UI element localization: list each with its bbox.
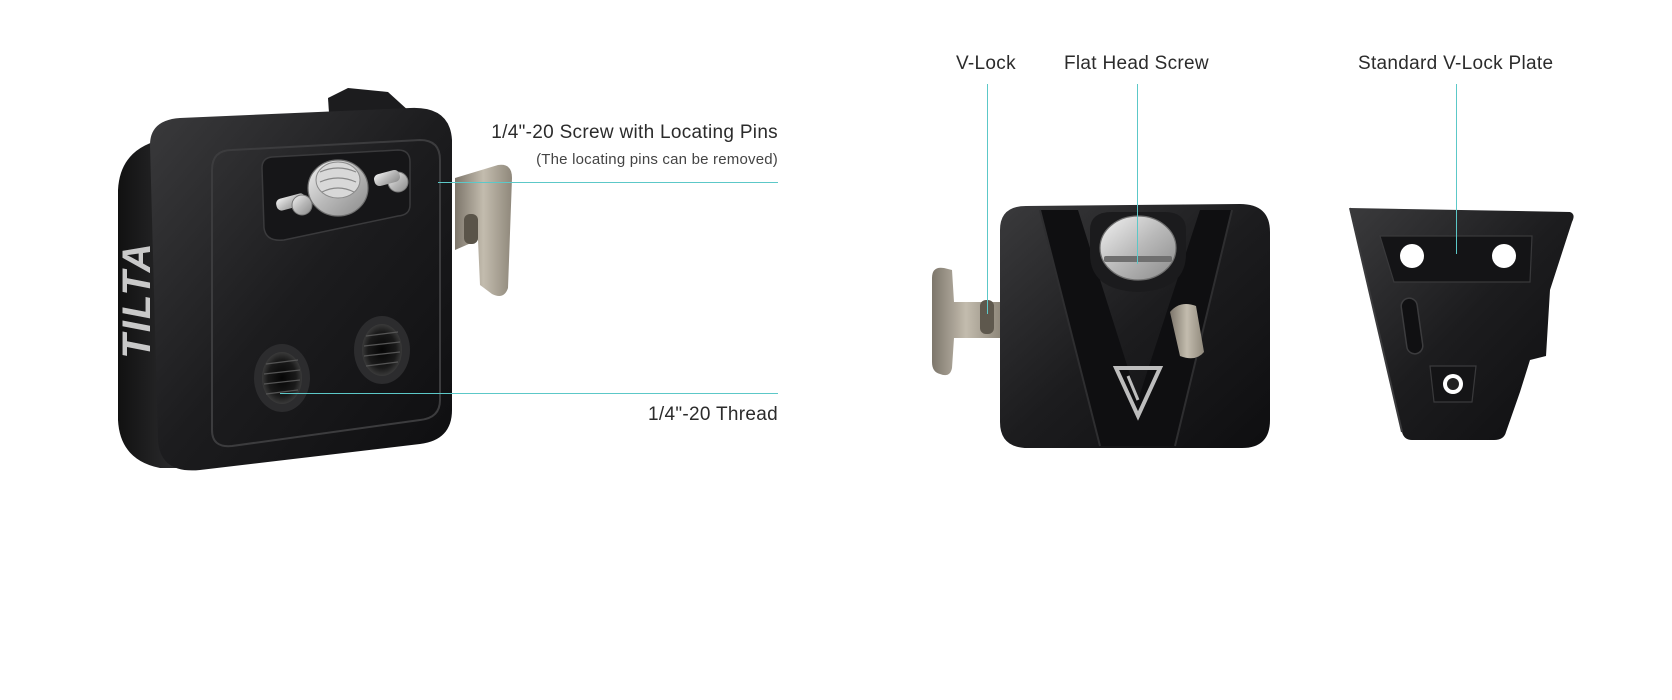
brand-logo-text: TILTA	[115, 241, 159, 358]
screw-callout-sublabel: (The locating pins can be removed)	[536, 151, 778, 168]
screw-leader-line	[438, 182, 778, 183]
vlock-callout-label: V-Lock	[956, 53, 1016, 74]
quarter-twenty-screw	[276, 159, 409, 217]
screw-callout-label: 1/4"-20 Screw with Locating Pins	[491, 122, 778, 143]
flat-head-leader-line	[1137, 84, 1138, 264]
vlock-leader-line	[987, 84, 988, 314]
thread-callout-label: 1/4"-20 Thread	[648, 404, 778, 425]
flat-head-callout-label: Flat Head Screw	[1064, 53, 1209, 74]
flat-head-screw	[1090, 212, 1186, 292]
vlock-mount-product	[932, 204, 1270, 448]
plate-callout-label: Standard V-Lock Plate	[1358, 53, 1554, 74]
vlock-plate-product	[1349, 207, 1574, 440]
thread-leader-line	[280, 393, 778, 394]
left-mount-product	[118, 88, 512, 471]
plate-leader-line	[1456, 84, 1457, 254]
quarter-twenty-thread-holes	[254, 316, 410, 412]
